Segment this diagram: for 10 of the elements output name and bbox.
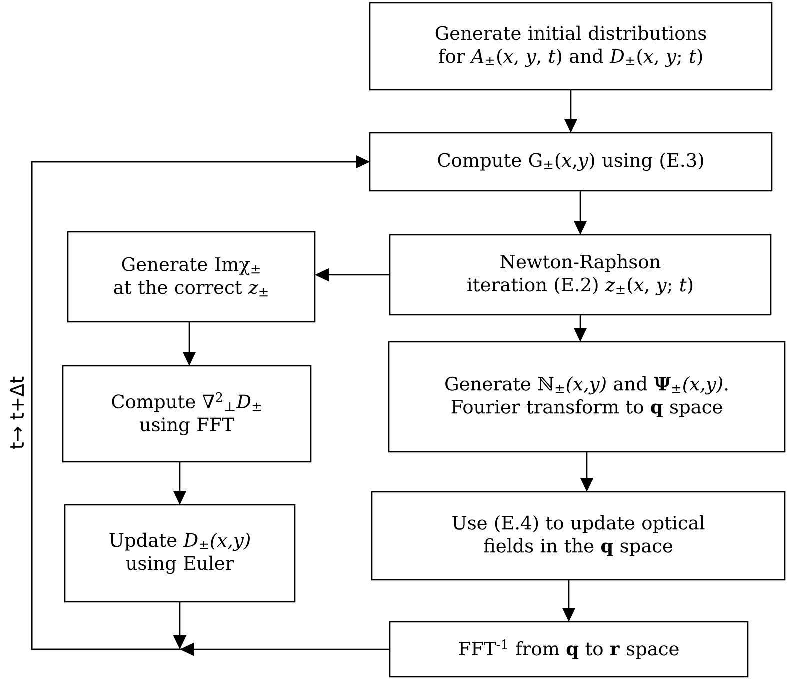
process-box: Generate Imχ$_{±}$ at the correct z$_{±}$ bbox=[67, 231, 316, 323]
process-box: Newton-Raphson iteration (E.2) z$_{±}$(x, y; t) bbox=[389, 234, 772, 316]
process-box: Update D$_{±}$(x,y) using Euler bbox=[64, 504, 296, 603]
edge-label: t→ t+Δt bbox=[9, 375, 25, 451]
process-box: Use (E.4) to update optical fields in the q space bbox=[371, 491, 786, 581]
process-box: FFT$^{-1}$ from q to r space bbox=[389, 621, 749, 678]
process-box: Compute G$_{±}$(x,y) using (E.3) bbox=[369, 132, 773, 192]
process-box: Generate initial distributions for A$_{±}$(x, y, t) and D$_{±}$(x, y; t) bbox=[369, 2, 773, 91]
process-box: Compute ∇$^{2}$$_{⊥}$D$_{±}$ using FFT bbox=[62, 365, 312, 463]
process-box: Generate ℕ$_{±}$(x,y) and Ψ$_{±}$(x,y). Fourier transform to q space bbox=[388, 341, 786, 453]
